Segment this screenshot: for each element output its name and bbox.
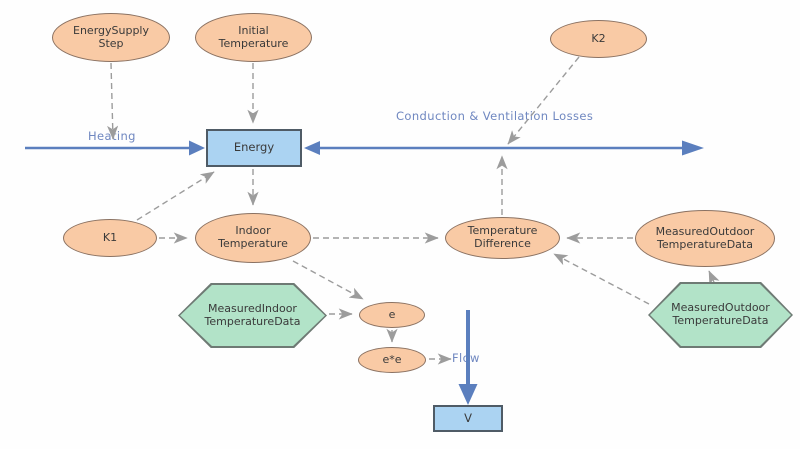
link-indoortemperature-to-e[interactable]	[292, 260, 364, 300]
flow-arrow-losses[interactable]	[304, 140, 704, 156]
flow-label-losses[interactable]: Conduction & Ventilation Losses	[396, 109, 594, 123]
flow-arrowhead-into-energy	[189, 140, 205, 156]
node-label: MeasuredOutdoor TemperatureData	[650, 284, 791, 346]
node-label: Indoor Temperature	[218, 224, 288, 250]
node-k1[interactable]: K1	[63, 219, 157, 257]
node-energy-supply-step[interactable]: EnergySupply Step	[52, 13, 170, 62]
node-measured-indoor-temperaturedata-hex[interactable]: MeasuredIndoor TemperatureData	[178, 283, 327, 348]
node-indoor-temperature[interactable]: Indoor Temperature	[195, 213, 311, 263]
link-energysupplystep-to-heating[interactable]	[107, 62, 119, 140]
node-label: e*e	[382, 352, 402, 366]
flow-arrow-flow[interactable]	[458, 310, 478, 405]
link-measuredoutdoorhex-to-measuredoutdoorellipse[interactable]	[708, 270, 720, 286]
node-measured-outdoor-temperaturedata-ellipse[interactable]: MeasuredOutdoor TemperatureData	[635, 210, 775, 267]
node-e-squared[interactable]: e*e	[358, 347, 426, 373]
node-energy-stock[interactable]: Energy	[206, 129, 302, 167]
node-label: Energy	[233, 140, 275, 155]
node-label: V	[464, 410, 472, 425]
node-label: e	[388, 307, 396, 321]
flow-label-flow[interactable]: Flow	[452, 351, 480, 365]
node-label: K1	[102, 230, 118, 244]
flow-arrowhead-right	[682, 140, 704, 156]
node-initial-temperature[interactable]: Initial Temperature	[195, 13, 312, 62]
node-label: Temperature Difference	[467, 224, 538, 250]
node-label: MeasuredOutdoor TemperatureData	[655, 224, 755, 251]
node-measured-outdoor-temperaturedata-hex[interactable]: MeasuredOutdoor TemperatureData	[648, 282, 793, 348]
node-v-stock[interactable]: V	[433, 405, 503, 432]
node-label: MeasuredIndoor TemperatureData	[180, 285, 325, 346]
link-measuredoutdoorhex-to-temperaturedifference[interactable]	[553, 253, 650, 305]
link-k1-to-energy[interactable]	[136, 171, 215, 221]
node-temperature-difference[interactable]: Temperature Difference	[445, 217, 560, 259]
flow-arrowhead-into-v	[458, 384, 478, 405]
flow-arrow-heating[interactable]	[25, 140, 205, 156]
node-e[interactable]: e	[359, 302, 425, 328]
node-label: EnergySupply Step	[73, 23, 149, 50]
flow-arrowhead-left-into-energy	[304, 141, 320, 155]
node-label: K2	[591, 31, 606, 45]
link-k2-to-losses[interactable]	[507, 56, 580, 145]
node-label: Initial Temperature	[218, 23, 289, 50]
node-k2[interactable]: K2	[550, 20, 647, 58]
